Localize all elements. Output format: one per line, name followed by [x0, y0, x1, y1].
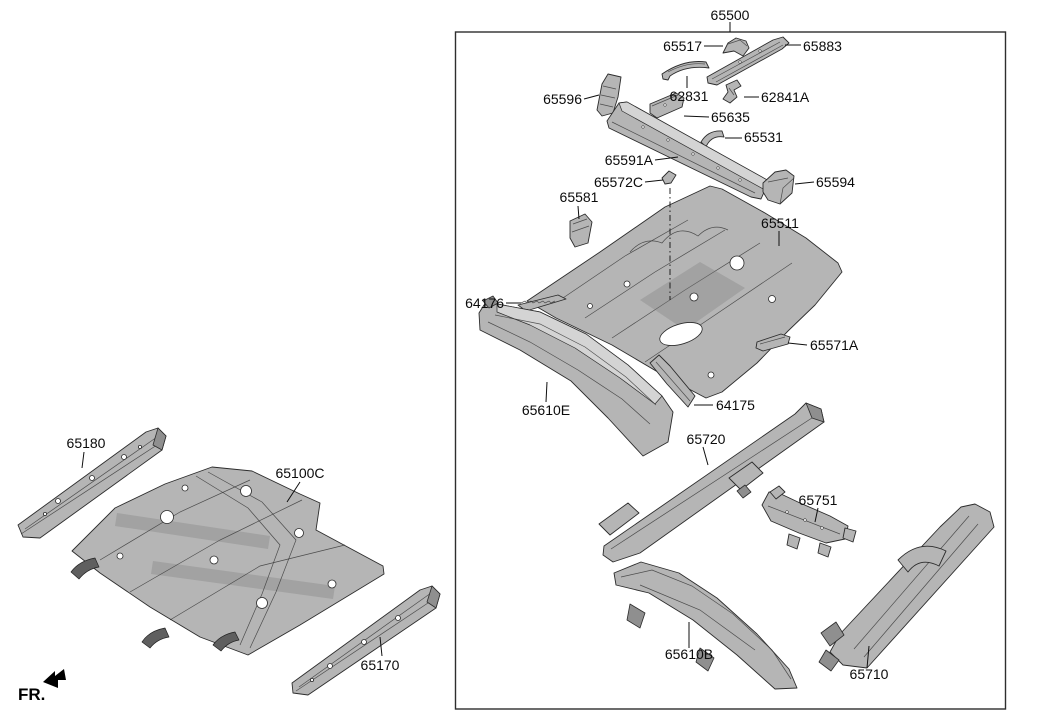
leader-65751: [814, 507, 819, 523]
part-shape-65720: [598, 402, 825, 563]
part-label-62841A: 62841A: [761, 89, 810, 105]
part-shape-65635: [649, 92, 685, 119]
leader-65180: [81, 451, 85, 469]
part-label-65581: 65581: [560, 189, 599, 205]
part-shape-65571A: [755, 333, 791, 352]
leader-65710: [866, 645, 870, 669]
part-shape-64175: [649, 354, 696, 408]
fr-label: FR.: [18, 685, 45, 704]
part-label-65594: 65594: [816, 174, 855, 190]
leader-65596: [583, 94, 600, 100]
part-shape-65751: [761, 485, 857, 558]
part-shape-65572C: [661, 170, 677, 185]
part-label-62831: 62831: [670, 88, 709, 104]
part-label-65100C: 65100C: [275, 465, 324, 481]
part-shape-65883: [706, 36, 790, 86]
part-label-65635: 65635: [711, 109, 750, 125]
part-label-65720: 65720: [687, 431, 726, 447]
part-label-65511: 65511: [761, 215, 799, 231]
part-label-65710: 65710: [850, 666, 889, 682]
part-label-65170: 65170: [361, 657, 400, 673]
leader-65610E: [545, 381, 548, 403]
leader-65571A: [787, 342, 808, 346]
leader-65581: [577, 205, 580, 220]
part-label-65517: 65517: [663, 38, 702, 54]
part-label-64175: 64175: [716, 397, 755, 413]
part-shape-65517: [722, 37, 750, 57]
leader-65591A: [654, 156, 679, 161]
part-shape-62841A: [722, 79, 742, 104]
part-shape-65610E: [478, 295, 674, 457]
part-label-65180: 65180: [67, 435, 106, 451]
part-label-64176: 64176: [465, 295, 504, 311]
part-label-65610B: 65610B: [665, 646, 713, 662]
fr-direction-indicator: FR.: [18, 669, 66, 704]
leader-65170: [379, 636, 383, 657]
part-shape-65170: [291, 585, 441, 696]
leader-65635: [683, 115, 710, 118]
part-shape-65581: [569, 213, 593, 248]
part-shape-65100C: [70, 466, 385, 656]
part-shape-62831: [661, 61, 710, 81]
part-label-65591A: 65591A: [605, 152, 654, 168]
part-labels: 65500 65517 65883 62831 62841A 65596 656…: [67, 7, 889, 682]
part-shape-65710: [818, 503, 995, 672]
leader-65594: [794, 181, 815, 185]
leader-lines: [81, 22, 870, 669]
part-label-65500: 65500: [711, 7, 750, 23]
part-shape-65594: [762, 169, 795, 205]
part-shape-65610B: [613, 561, 798, 690]
part-label-65610E: 65610E: [522, 402, 570, 418]
leader-65720: [702, 446, 709, 466]
leader-65572C: [644, 179, 664, 183]
part-shape-65180: [17, 427, 167, 539]
part-label-65596: 65596: [543, 91, 582, 107]
part-shape-65596: [596, 73, 622, 117]
part-label-65531: 65531: [744, 129, 783, 145]
fr-direction-arrow-icon: [43, 669, 66, 688]
part-label-65571A: 65571A: [810, 337, 859, 353]
leader-65100C: [286, 481, 301, 503]
part-shape-65531: [700, 130, 725, 148]
part-label-65572C: 65572C: [594, 174, 643, 190]
part-label-65751: 65751: [799, 492, 838, 508]
part-label-65883: 65883: [803, 38, 842, 54]
